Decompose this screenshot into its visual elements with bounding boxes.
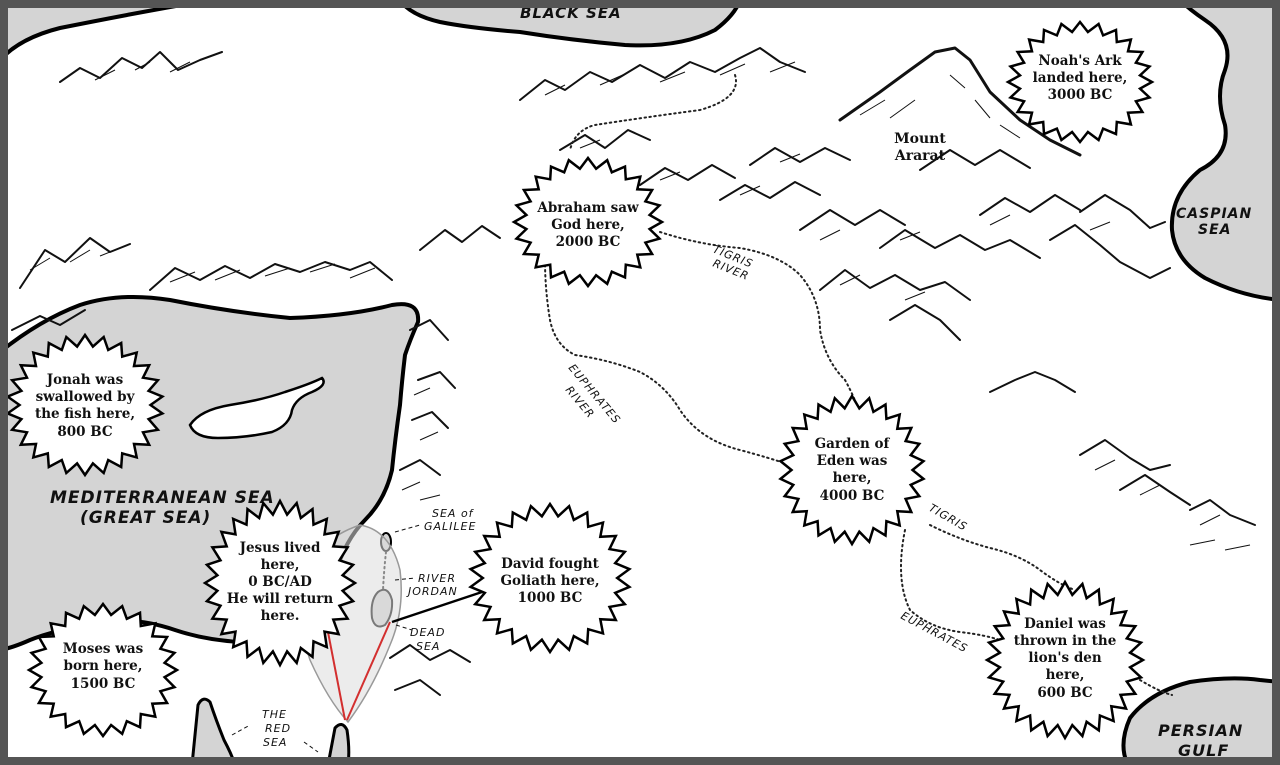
event-david: David fought Goliath here, 1000 BC [468,501,632,655]
event-moses-line-2: born here, [64,658,143,674]
red-sea-label-1: THE [262,708,287,721]
cyprus-island [188,376,325,440]
event-eden: Garden of Eden was here, 4000 BC [778,393,926,547]
event-abraham-line-3: 2000 BC [556,234,621,250]
event-eden-line-2: Eden was [817,453,888,469]
pointer-david [391,588,489,624]
caspian-sea [1169,0,1280,302]
event-abraham-line-2: God here, [551,217,624,233]
event-david-line-3: 1000 BC [518,590,583,606]
event-daniel-line-1: Daniel was [1024,616,1106,632]
pointer-jesus-right [346,621,391,721]
dead-sea-dash [395,624,413,631]
event-jesus-line-1: Jesus lived [239,540,321,556]
event-abraham: Abraham saw God here, 2000 BC [511,155,665,289]
event-jonah-line-4: 800 BC [57,424,113,440]
event-jesus-line-2: here, [261,557,300,573]
jordan-label-2: JORDAN [406,585,458,598]
jordan-label-1: RIVER [418,572,456,585]
mount-ararat-peak [838,46,1082,157]
mediterranean-label-2: (GREAT SEA) [80,508,211,528]
pointer-lines [231,524,489,753]
persian-gulf-label-2: GULF [1178,741,1229,760]
mediterranean-label-1: MEDITERRANEAN SEA [50,488,275,508]
mount-ararat-label-1: Mount [894,131,946,147]
event-daniel-line-4: here, [1046,667,1085,683]
event-jonah-line-2: swallowed by [36,389,136,405]
galilee-dash [394,524,421,533]
event-moses-line-1: Moses was [63,641,144,657]
pointer-jesus-left [327,631,346,721]
event-jonah-line-1: Jonah was [46,372,124,388]
event-eden-line-4: 4000 BC [820,488,885,504]
red-sea-gulf-suez [190,697,237,765]
event-noah-line-2: landed here, [1033,70,1128,86]
event-moses-line-3: 1500 BC [71,676,136,692]
event-jesus-line-3: 0 BC/AD [248,574,312,590]
mountains [11,46,1256,696]
event-daniel-line-3: lion's den [1028,650,1102,666]
event-jesus-line-5: here. [261,608,300,624]
event-david-line-2: Goliath here, [500,573,599,589]
tigris-label: TIGRIS [927,501,970,533]
event-bursts: Noah's Ark landed here, 3000 BC Abraham … [5,19,1155,741]
rivers [382,74,1173,696]
event-daniel: Daniel was thrown in the lion's den here… [984,579,1146,741]
euphrates-river-path [544,74,1001,641]
event-daniel-line-5: 600 BC [1037,685,1093,701]
galilee-label-2: GALILEE [424,520,476,533]
persian-gulf-label-1: PERSIAN [1158,721,1243,740]
event-jesus-line-4: He will return [227,591,334,607]
event-moses: Moses was born here, 1500 BC [26,601,180,739]
event-jesus: Jesus lived here, 0 BC/AD He will return… [202,498,358,668]
red-sea-dash [231,724,319,753]
event-jonah: Jonah was swallowed by the fish here, 80… [5,332,165,478]
persian-gulf [1121,676,1280,765]
black-sea [398,0,742,48]
dead-sea-label-1: DEAD [410,626,445,639]
event-daniel-line-2: thrown in the [1014,633,1117,649]
tigris-river-path [659,231,1173,696]
jordan-dash [394,577,416,581]
red-sea-label-3: SEA [263,736,287,749]
event-eden-line-1: Garden of [815,436,891,452]
caspian-label-1: CASPIAN [1176,206,1252,222]
event-eden-line-3: here, [833,470,872,486]
event-abraham-line-1: Abraham saw [536,200,639,216]
caspian-label-2: SEA [1198,222,1231,238]
event-noah-line-3: 3000 BC [1048,87,1113,103]
event-noah: Noah's Ark landed here, 3000 BC [1005,19,1155,145]
galilee-label-1: SEA of [432,507,475,520]
red-sea-label-2: RED [265,722,291,735]
mount-ararat-label-2: Ararat [894,148,946,164]
black-sea-west [0,0,212,62]
black-sea-label: BLACK SEA [520,4,622,22]
event-david-line-1: David fought [501,556,599,572]
event-noah-line-1: Noah's Ark [1038,53,1122,69]
event-jonah-line-3: the fish here, [35,406,135,422]
dead-sea-label-2: SEA [416,640,440,653]
